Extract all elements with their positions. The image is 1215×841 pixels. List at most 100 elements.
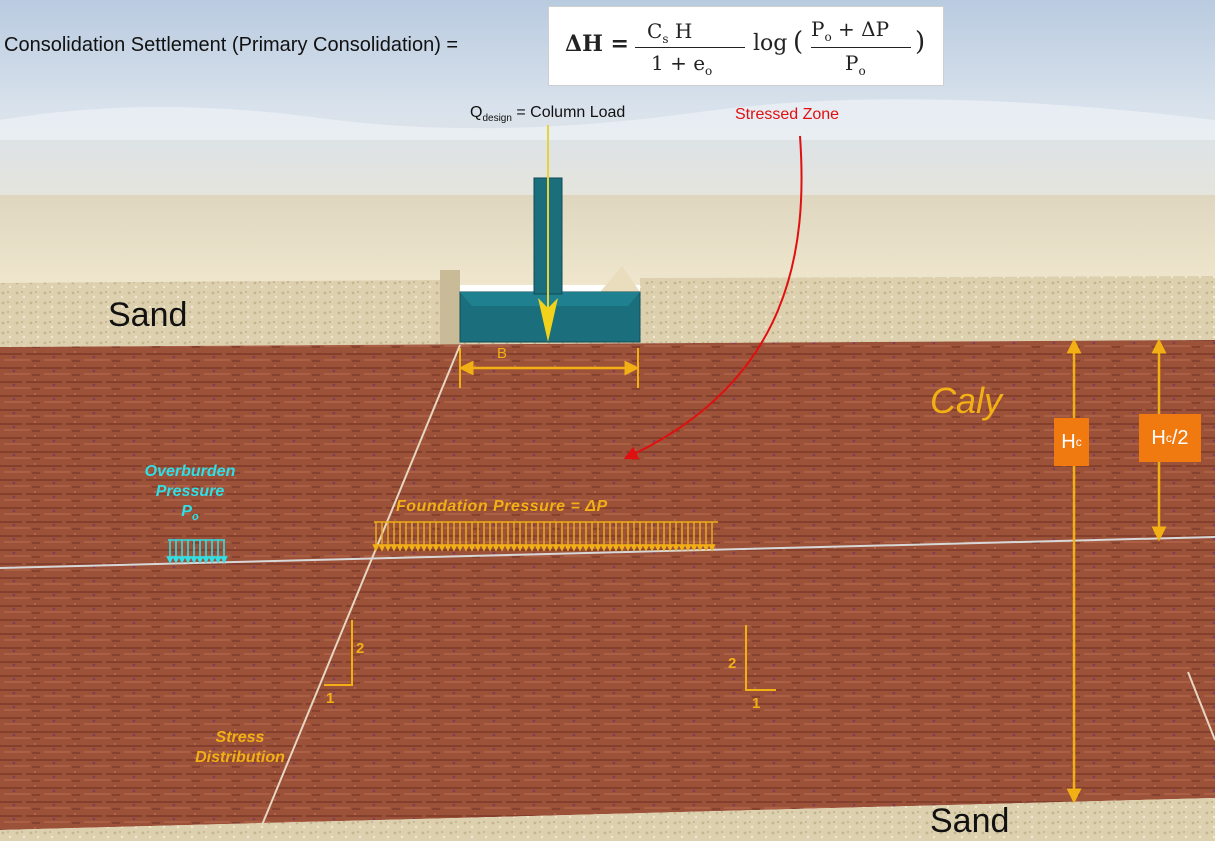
pressure-arrowhead [588,544,596,552]
slope-triangle-right [745,625,776,691]
foundation-pressure-label: Foundation Pressure = ΔP [396,498,608,515]
slope-right-run: 1 [752,695,761,712]
pressure-arrowhead [612,544,620,552]
pressure-arrowhead [444,544,452,552]
pressure-arrowhead [516,544,524,552]
footing-cut [440,270,460,345]
page-title: Consolidation Settlement (Primary Consol… [4,34,459,56]
pressure-arrowhead [208,556,216,564]
sand-layer-bottom [0,798,1215,841]
formula-log-denominator: Po [845,51,866,78]
pressure-arrowhead [462,544,470,552]
pressure-arrowhead [654,544,662,552]
pressure-arrowhead [564,544,572,552]
pressure-arrowhead [648,544,656,552]
formula-denominator: 1 + eo [651,51,713,78]
slope-left-run: 1 [326,690,335,707]
pressure-arrowhead [660,544,668,552]
pressure-arrowhead [384,544,392,552]
footing-pedestal [600,266,640,292]
pressure-arrowhead [372,544,380,552]
slope-left-rise: 2 [356,640,365,657]
pressure-arrowhead [432,544,440,552]
pressure-arrowhead [618,544,626,552]
pressure-arrowhead [184,556,192,564]
pressure-arrowhead [690,544,698,552]
foundation-pressure-arrows [372,521,718,552]
pressure-arrowhead [492,544,500,552]
pressure-arrowhead [582,544,590,552]
pressure-arrowhead [570,544,578,552]
pressure-arrowhead [528,544,536,552]
pressure-arrowhead [438,544,446,552]
pressure-arrowhead [178,556,186,564]
pressure-arrowhead [486,544,494,552]
sand-top-label: Sand [108,296,188,334]
pressure-arrowhead [214,556,222,564]
pressure-arrowhead [672,544,680,552]
pressure-arrowhead [202,556,210,564]
pressure-arrowhead [600,544,608,552]
pressure-arrowhead [708,544,716,552]
pressure-arrowhead [172,556,180,564]
pressure-arrowhead [402,544,410,552]
pressure-arrowhead [426,544,434,552]
pressure-arrowhead [504,544,512,552]
formula-log-numerator: Po + ΔP [811,17,890,44]
pressure-arrowhead [684,544,692,552]
pressure-arrowhead [678,544,686,552]
pressure-arrowhead [498,544,506,552]
pressure-arrowhead [666,544,674,552]
pressure-arrowhead [510,544,518,552]
pressure-arrowhead [450,544,458,552]
formula-log: log [753,31,788,56]
stressed-zone-label: Stressed Zone [735,106,840,123]
formula-paren-close: ) [915,27,926,57]
formula-lhs: ΔH = [565,31,629,57]
pressure-arrowhead [576,544,584,552]
column-load-arrowhead [538,298,558,342]
pressure-arrowhead [480,544,488,552]
pressure-arrowhead [534,544,542,552]
pressure-arrowhead [408,544,416,552]
pressure-arrowhead [378,544,386,552]
pressure-arrowhead [396,544,404,552]
pressure-arrowhead [220,556,228,564]
stressed-zone-pointer [623,135,803,460]
pressure-arrowhead [630,544,638,552]
sand-bottom-label: Sand [930,802,1010,840]
pressure-arrowhead [702,544,710,552]
pressure-arrowhead [546,544,554,552]
stress-distribution-line-right [1187,671,1215,741]
stress-distribution-label: Stress Distribution [195,729,285,766]
column-load-label: Qdesign = Column Load [470,104,626,125]
pressure-arrowhead [166,556,174,564]
pressure-arrowhead [624,544,632,552]
clay-label: Caly [930,380,1003,421]
pressure-arrowhead [456,544,464,552]
pressure-arrowhead [196,556,204,564]
clay-layer [0,340,1215,830]
pressure-arrowhead [552,544,560,552]
footing-width-label: B [497,345,508,362]
stress-distribution-line-left [261,344,461,826]
pressure-arrowhead [558,544,566,552]
pressure-arrowhead [414,544,422,552]
pressure-arrowhead [636,544,644,552]
pressure-arrowhead [540,544,548,552]
pressure-arrowhead [606,544,614,552]
pressure-arrowhead [594,544,602,552]
slope-triangle-left [324,620,353,686]
formula-fraction-bar [635,47,745,48]
cloud [0,99,1215,140]
pressure-arrowhead [468,544,476,552]
formula-paren-open: ( [793,27,804,57]
settlement-formula: ΔH = Cs H 1 + eo log ( Po + ΔP Po ) [548,6,944,86]
pressure-arrowhead [420,544,428,552]
pressure-arrowhead [696,544,704,552]
far-ground [0,195,1215,285]
pressure-arrowhead [390,544,398,552]
